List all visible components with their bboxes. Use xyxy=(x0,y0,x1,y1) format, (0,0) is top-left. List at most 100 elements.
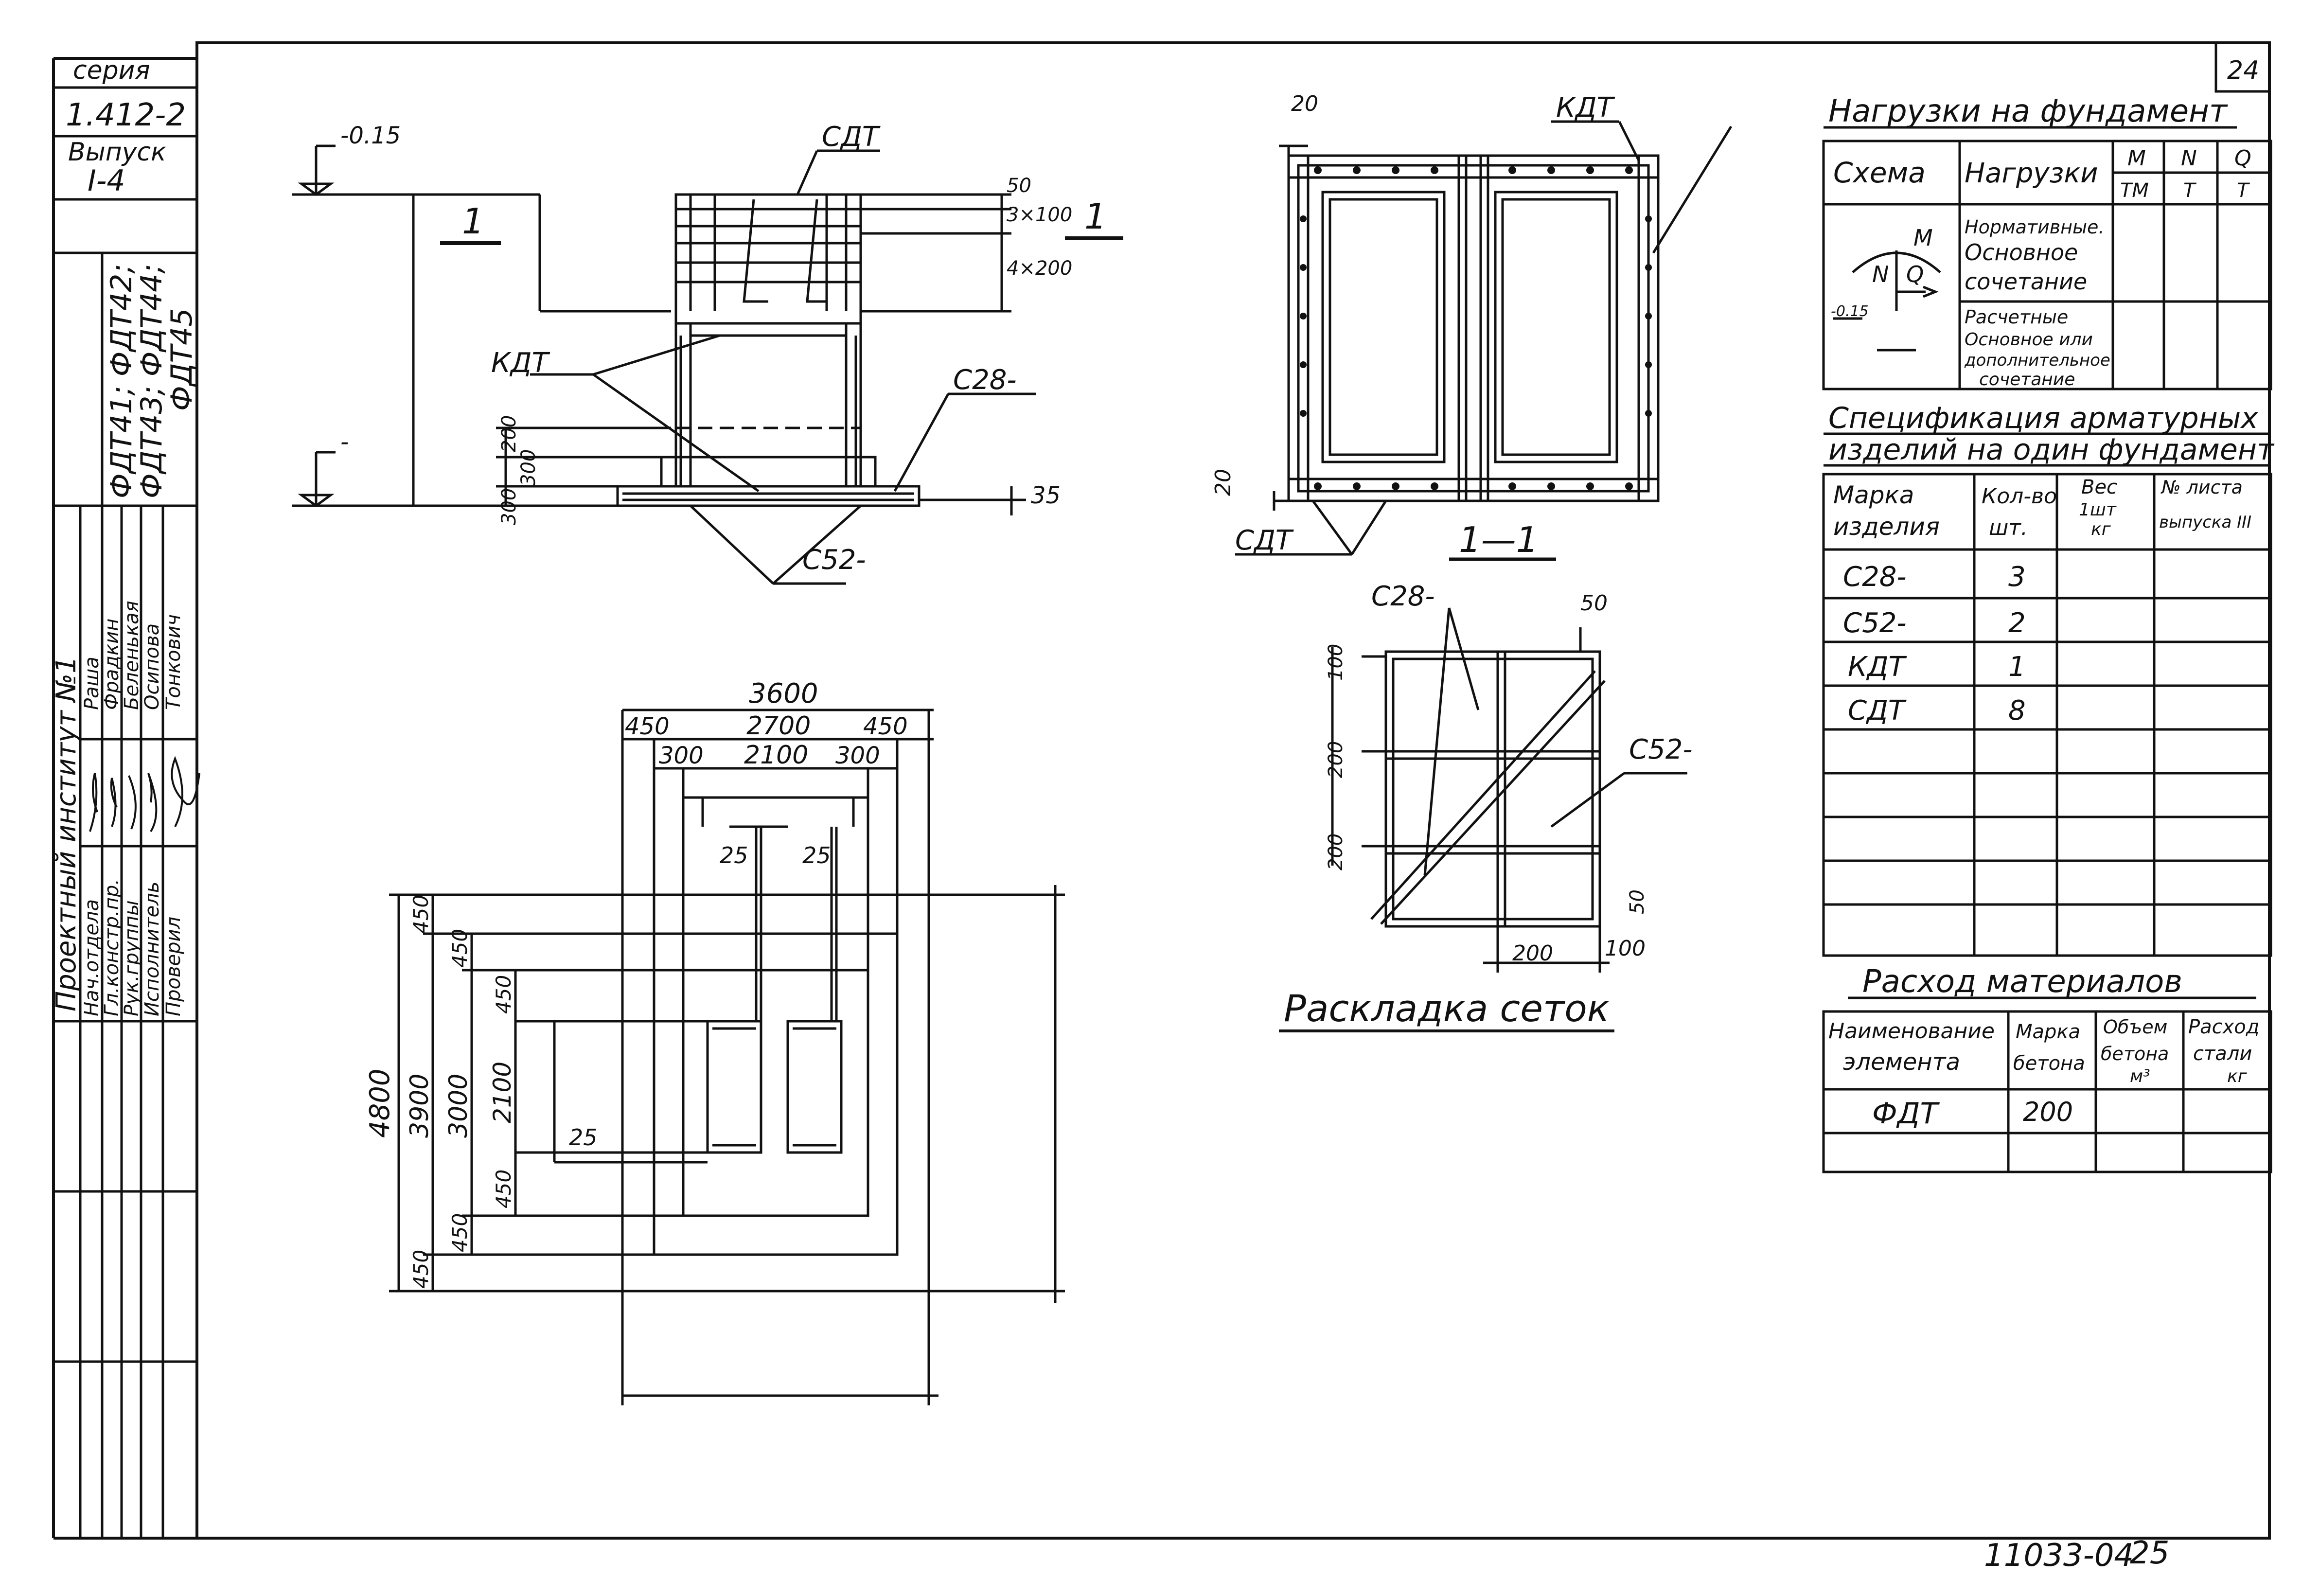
plan-dim-450-3: 450 xyxy=(492,975,515,1014)
stamp-name-1: Раша xyxy=(81,656,103,710)
stamp-column xyxy=(53,86,197,1538)
issue-label: Выпуск xyxy=(68,138,166,167)
stamp-marks-group: ФДТ41; ФДТ42; ФДТ43; ФДТ44; ФДТ45 xyxy=(105,264,199,498)
materials-header-volume-3: м³ xyxy=(2130,1066,2150,1086)
elevation-dim-50: 50 xyxy=(1007,175,1031,197)
spec-row-1-mark: С28- xyxy=(1843,561,1907,593)
loads-row2-line1: Расчетные xyxy=(1965,306,2068,328)
loads-row1-line2: Основное xyxy=(1965,239,2078,266)
plan-dim-450-6: 450 xyxy=(409,1250,433,1289)
mesh-title: Раскладка сеток xyxy=(1284,987,1610,1030)
section-dim-20a: 20 xyxy=(1291,91,1318,116)
mesh-dim-50a: 50 xyxy=(1580,591,1608,616)
section-title: 1—1 xyxy=(1459,519,1539,560)
loads-scheme-q: Q xyxy=(1906,261,1924,287)
loads-header-m: M xyxy=(2127,146,2146,171)
loads-title: Нагрузки на фундамент xyxy=(1828,93,2228,129)
elevation-dim-200: 200 xyxy=(498,415,520,452)
stamp-name-3: Беленькая xyxy=(121,601,143,710)
spec-header-weight: Вес xyxy=(2081,476,2117,498)
loads-scheme-level: -0.15 xyxy=(1831,303,1869,320)
plan-dim-25a: 25 xyxy=(720,842,748,869)
stamp-institute-group: Проектный институт №1 xyxy=(51,656,82,1011)
materials-header-name: Наименование xyxy=(1828,1019,1995,1044)
elevation-dim-35: 35 xyxy=(1031,482,1061,509)
mesh-dim-100b: 100 xyxy=(1605,936,1646,961)
materials-header-name-2: элемента xyxy=(1843,1048,1960,1076)
elevation-label-c52: С52- xyxy=(802,544,866,576)
issue-value: I-4 xyxy=(88,164,125,198)
footer-sheet-number: 25 xyxy=(2130,1535,2169,1571)
stamp-role-1: Нач.отдела xyxy=(81,899,103,1016)
elevation-view xyxy=(292,144,1123,585)
plan-dim-450-4: 450 xyxy=(492,1170,515,1208)
spec-row-2-mark: С52- xyxy=(1843,607,1907,639)
series-value: 1.412-2 xyxy=(66,97,186,133)
page-number-box xyxy=(2214,41,2271,93)
spec-title-line1: Спецификация арматурных xyxy=(1828,401,2258,435)
elevation-section-mark-right: 1 xyxy=(1084,196,1107,237)
plan-dim-300b: 300 xyxy=(835,742,880,769)
materials-header-volume-2: бетона xyxy=(2101,1043,2169,1064)
materials-header-grade-2: бетона xyxy=(2013,1052,2085,1075)
stamp-marks-line2: ФДТ43; ФДТ44; xyxy=(135,264,169,498)
page-number: 24 xyxy=(2227,56,2259,85)
elevation-dim-4x200: 4×200 xyxy=(1007,257,1072,280)
elevation-label-c28: С28- xyxy=(953,364,1017,396)
loads-row2-line3: дополнительное xyxy=(1964,351,2110,370)
materials-header-grade: Марка xyxy=(2016,1021,2080,1043)
mesh-dim-200b: 200 xyxy=(1325,833,1347,870)
plan-dim-3600: 3600 xyxy=(749,678,818,709)
stamp-marks-line3: ФДТ45 xyxy=(165,308,199,411)
spec-row-1-qty: 3 xyxy=(2008,561,2026,593)
loads-header-loads: Нагрузки xyxy=(1965,158,2098,189)
plan-dim-25b: 25 xyxy=(802,842,831,869)
stamp-roles-group: Нач.отдела Гл.констр.пр. Рук.группы Испо… xyxy=(81,879,185,1016)
elevation-section-mark-left: 1 xyxy=(462,201,484,242)
stamp-name-5: Тонкович xyxy=(162,614,185,710)
loads-header-n-unit: T xyxy=(2183,179,2197,202)
elevation-dim-3x100: 3×100 xyxy=(1007,204,1072,226)
section-label-kdt: КДТ xyxy=(1556,92,1615,124)
stamp-role-5: Проверил xyxy=(162,917,185,1016)
spec-row-3-mark: КДТ xyxy=(1848,651,1907,683)
loads-row1-line3: сочетание xyxy=(1965,268,2087,295)
mesh-label-c28: С28- xyxy=(1371,581,1435,612)
elevation-dim-300b: 300 xyxy=(498,488,520,525)
plan-dim-2100v: 2100 xyxy=(488,1062,516,1123)
loads-scheme-n: N xyxy=(1872,261,1889,287)
plan-dim-2700: 2700 xyxy=(746,711,811,741)
plan-dim-3000: 3000 xyxy=(444,1074,473,1138)
mesh-dim-100a: 100 xyxy=(1325,644,1347,681)
plan-dim-3900: 3900 xyxy=(405,1074,434,1138)
stamp-names-group: Раша Фрадкин Беленькая Осипова Тонкович xyxy=(81,601,185,710)
loads-scheme-m: M xyxy=(1913,225,1933,251)
loads-header-m-unit: TM xyxy=(2120,179,2149,202)
plan-dim-2100: 2100 xyxy=(744,741,808,770)
mesh-dim-200c: 200 xyxy=(1512,941,1553,966)
sheet-frame xyxy=(52,41,2271,1540)
spec-header-mark-2: изделия xyxy=(1833,513,1940,541)
plan-dim-450-2: 450 xyxy=(448,929,472,968)
spec-table xyxy=(1822,432,2272,957)
spec-row-4-mark: СДТ xyxy=(1848,695,1907,727)
elevation-dim-300a: 300 xyxy=(517,449,540,486)
spec-header-qty: Кол-во xyxy=(1982,484,2057,509)
materials-header-steel-3: кг xyxy=(2227,1066,2248,1086)
section-rebar-dots xyxy=(1300,166,1652,490)
spec-header-sheet: № листа xyxy=(2161,477,2243,498)
spec-header-sheet-2: выпуска III xyxy=(2159,513,2251,532)
spec-row-3-qty: 1 xyxy=(2008,651,2026,683)
spec-header-weight-2: 1шт xyxy=(2079,500,2117,520)
plan-dim-450-5: 450 xyxy=(448,1213,472,1252)
materials-header-volume: Объем xyxy=(2103,1016,2167,1038)
signatures xyxy=(89,756,200,833)
materials-header-steel-2: стали xyxy=(2193,1043,2252,1065)
loads-header-q: Q xyxy=(2234,146,2251,171)
plan-dim-450-1: 450 xyxy=(409,895,433,934)
stamp-role-3: Рук.группы xyxy=(121,900,143,1016)
spec-row-4-qty: 8 xyxy=(2008,695,2026,727)
loads-header-q-unit: T xyxy=(2237,179,2250,202)
plan-dim-4800: 4800 xyxy=(364,1068,396,1138)
elevation-level-top: -0.15 xyxy=(340,122,401,149)
